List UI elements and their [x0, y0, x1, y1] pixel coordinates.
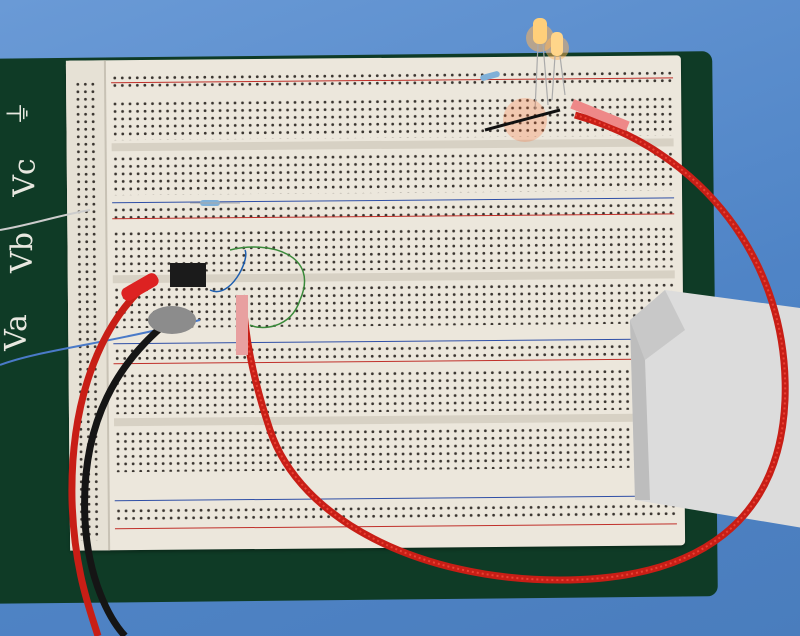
black-alligator-clip	[148, 306, 196, 334]
gray-plastic-box	[625, 290, 800, 530]
black-lead	[81, 317, 173, 636]
red-alligator-clip	[121, 273, 159, 301]
coiled-red-wire	[239, 111, 789, 584]
ic-chip	[170, 263, 206, 287]
resistor	[480, 71, 500, 81]
led-2	[545, 32, 569, 60]
red-lead	[68, 287, 143, 636]
